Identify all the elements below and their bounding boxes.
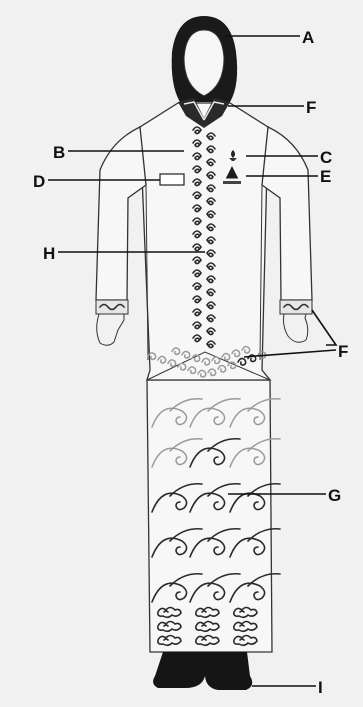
right-hand: [284, 314, 308, 342]
label-g: G: [328, 486, 341, 505]
label-f-collar: F: [306, 98, 316, 117]
label-d: D: [33, 172, 45, 191]
hijab: [172, 16, 237, 102]
label-h: H: [43, 244, 55, 263]
label-a: A: [302, 28, 314, 47]
jacket: [96, 103, 312, 380]
skirt: [147, 380, 280, 652]
left-hand: [97, 314, 124, 345]
label-e: E: [320, 167, 331, 186]
label-i: I: [318, 678, 323, 697]
label-f-cuff: F: [338, 342, 348, 361]
shoes: [153, 652, 252, 690]
name-tag: [160, 174, 184, 185]
label-c: C: [320, 148, 332, 167]
left-cuff: [96, 300, 128, 314]
right-cuff: [280, 300, 312, 314]
label-b: B: [53, 143, 65, 162]
